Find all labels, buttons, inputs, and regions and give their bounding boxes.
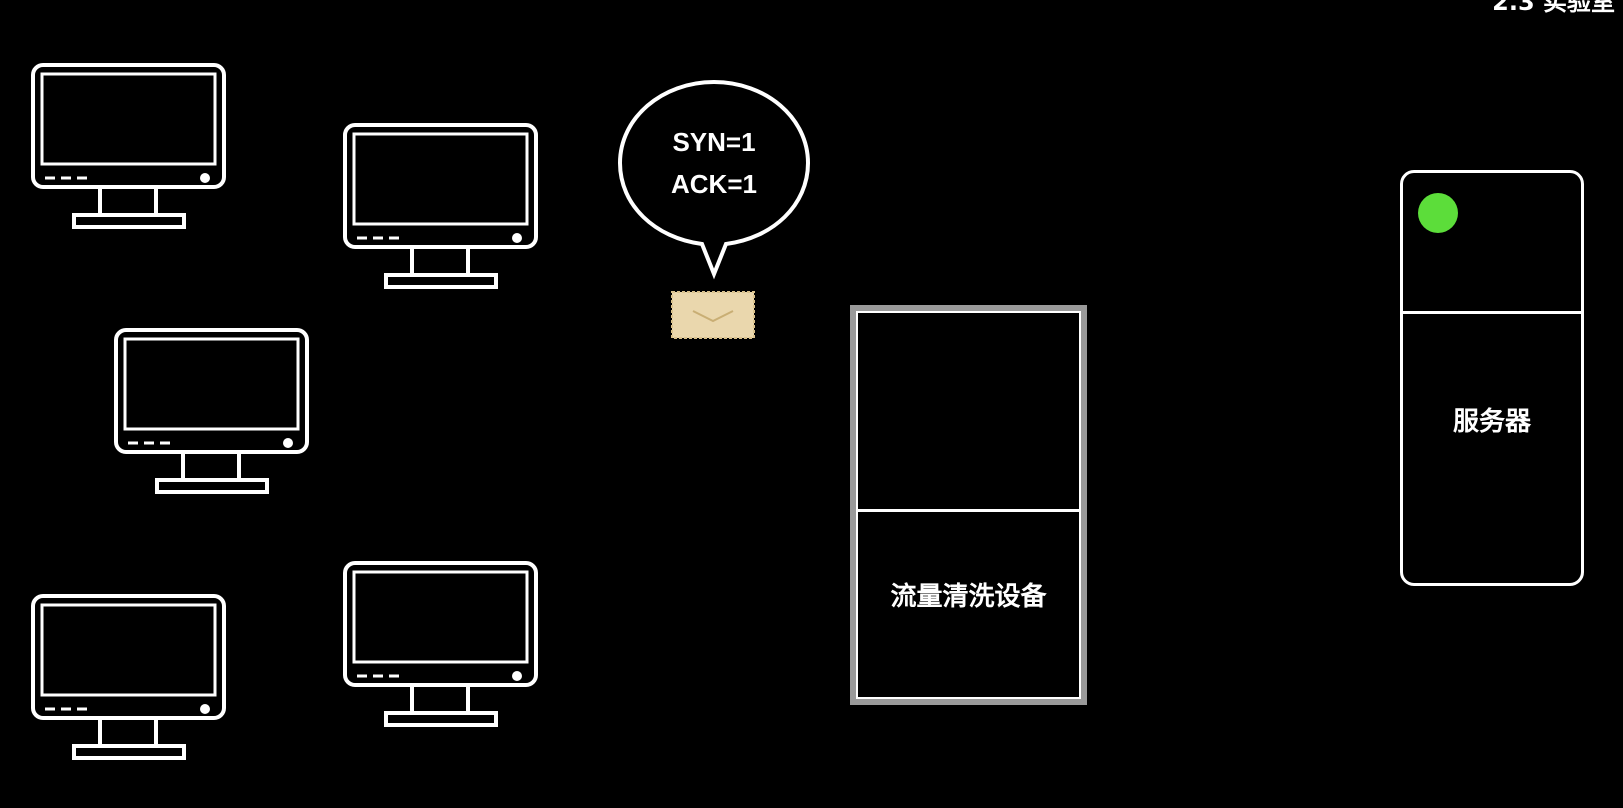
server-label: 服务器 <box>1452 407 1531 437</box>
ack-flag-label: ACK=1 <box>671 169 757 199</box>
cleaning-device-divider <box>856 509 1081 512</box>
monitor-icon <box>343 561 538 727</box>
monitor-icon <box>31 63 226 229</box>
envelope-icon <box>671 291 755 339</box>
cleaning-device-frame <box>856 311 1081 699</box>
monitor-icon <box>31 594 226 760</box>
speech-bubble-icon <box>617 79 811 280</box>
cleaning-device-label: 流量清洗设备 <box>890 582 1047 612</box>
corner-label: 2.3 实验室 <box>1492 0 1615 16</box>
monitor-icon <box>343 123 538 289</box>
server-divider <box>1403 311 1581 314</box>
server: 服务器 <box>1400 170 1584 586</box>
syn-flag-label: SYN=1 <box>672 127 756 157</box>
monitor-icon <box>114 328 309 494</box>
traffic-cleaning-device: 流量清洗设备 <box>850 305 1087 705</box>
server-status-led <box>1418 193 1458 233</box>
